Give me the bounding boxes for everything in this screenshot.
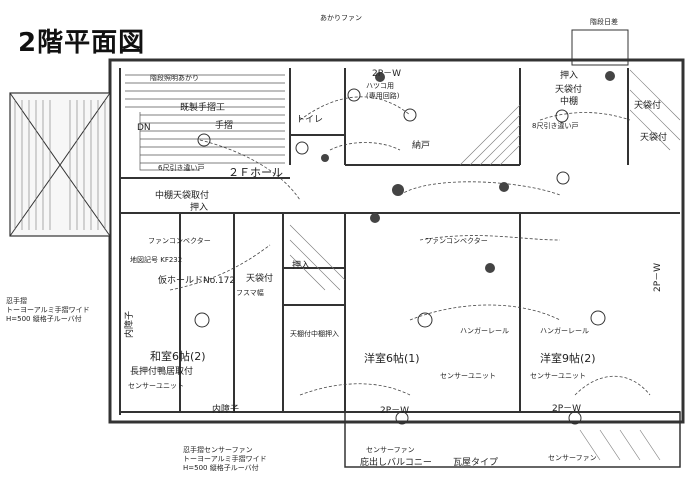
closet-hatch xyxy=(289,69,681,461)
tenbukuro-right-label: 天袋付 xyxy=(634,99,661,111)
outer-wall xyxy=(108,58,685,424)
nakadana-tenbukuro-label: 中棚天袋取付 xyxy=(155,189,209,201)
staircase xyxy=(125,74,285,171)
grid-symbol-label: 地図記号 KF232 xyxy=(130,255,182,264)
hallway-use-label: ハツコ用 xyxy=(366,82,394,90)
fan-convector-left-label: ファンコンベクター xyxy=(148,236,211,245)
sensor-fan-mid-label: センサーファン xyxy=(366,446,415,454)
sensor-1-label: センサーユニット xyxy=(440,372,496,380)
exterior-left-note-3: H=500 縦格子ルーバ付 xyxy=(6,314,82,323)
tenbukuro-top-label: 天袋付 xyxy=(555,83,582,95)
hall-2f-label: ２Ｆホール xyxy=(228,166,283,179)
roof-hatch-left xyxy=(9,92,111,237)
exterior-bottom-note-3: H=500 縦格子ルーバ付 xyxy=(183,463,259,472)
nagaoshi-label: 長押付鴨居取付 xyxy=(130,365,193,377)
washitsu-label: 和室6帖(2) xyxy=(150,349,206,363)
sensor-fan-right-label: センサーファン xyxy=(548,454,597,462)
nando-label: 納戸 xyxy=(412,139,430,151)
rooftop-slab-label: 階段日差 xyxy=(590,17,618,26)
two-p-w-top-label: 2P－W xyxy=(372,69,401,79)
rooftop-slab xyxy=(571,29,629,66)
nakadana-oshiire-label: 天棚付中棚押入 xyxy=(290,329,339,338)
balcony xyxy=(344,411,681,468)
two-p-w-bottom-left-label: 2P－W xyxy=(380,406,409,416)
dedicated-use-label: (専用回路) xyxy=(366,91,400,100)
toilet-label: トイレ xyxy=(296,115,323,125)
note-left: 忍手摺 トーヨーアルミ手摺ワイド H=500 縦格子ルーバ付 xyxy=(6,296,90,323)
page-title: 2階平面図 xyxy=(18,28,146,58)
uchishoji-left-label: 内障子 xyxy=(123,311,135,338)
nakadana-label: 中棚 xyxy=(560,95,578,107)
jouhou-1-label: 洋室6帖(1) xyxy=(364,351,420,365)
stair-lamp-label: 階段照明あかり xyxy=(150,73,199,82)
room-labels: あかりファン 階段日差 階段照明あかり 既製手摺工 手摺 DN トイレ 2P－W… xyxy=(123,14,667,468)
sensor-left-label: センサーユニット xyxy=(128,382,184,390)
ceiling-lights xyxy=(194,88,606,425)
exterior-left-note-1: 忍手摺 xyxy=(6,296,27,305)
dn-label: DN xyxy=(137,123,151,133)
tenbukuro-mid-label: 天袋付 xyxy=(246,272,273,284)
exterior-bottom-note-2: トーヨーアルミ手摺ワイド xyxy=(183,454,267,463)
sensor-2-label: センサーユニット xyxy=(530,372,586,380)
two-p-w-bottom-right-label: 2P－W xyxy=(552,404,581,414)
hatched-fixtures xyxy=(321,71,615,273)
hikido-6-label: 6尺引き違い戸 xyxy=(158,163,204,172)
hanger-right-label: ハンガーレール xyxy=(540,326,589,335)
exterior-left-note-2: トーヨーアルミ手摺ワイド xyxy=(6,305,90,314)
jouhou-2-label: 洋室9帖(2) xyxy=(540,351,596,365)
handrail-label: 手摺 xyxy=(215,119,233,131)
hanger-left-label: ハンガーレール xyxy=(460,326,509,335)
note-bottom: 忍手摺センサーファン トーヨーアルミ手摺ワイド H=500 縦格子ルーバ付 xyxy=(183,445,267,472)
reference-label: 仮ホールドNo.172 xyxy=(158,274,235,286)
balcony-label: 庇出しバルコニー xyxy=(360,456,432,468)
fixed-handrail-label: 既製手摺工 xyxy=(180,101,225,113)
oshiire-mid-label: 押入 xyxy=(190,201,208,213)
sliding-doors-label: 8尺引き違い戸 xyxy=(532,121,578,130)
exterior-bottom-note-1: 忍手摺センサーファン xyxy=(183,445,253,454)
uchishoji-bottom-label: 内障子 xyxy=(212,403,239,415)
oshiire-top-label: 押入 xyxy=(560,69,578,81)
fusuma-label: フスマ幅 xyxy=(236,288,264,297)
akari-fan-label: あかりファン xyxy=(320,14,362,22)
tenbukuro-right2-label: 天袋付 xyxy=(640,131,667,143)
two-p-w-right-label: 2P－W xyxy=(653,263,663,292)
oshiire-center-label: 押入 xyxy=(292,259,310,271)
wiring xyxy=(169,96,651,396)
roof-type-label: 瓦屋タイプ xyxy=(453,457,498,468)
fan-convector-right-label: ファンコンベクター xyxy=(425,236,488,245)
